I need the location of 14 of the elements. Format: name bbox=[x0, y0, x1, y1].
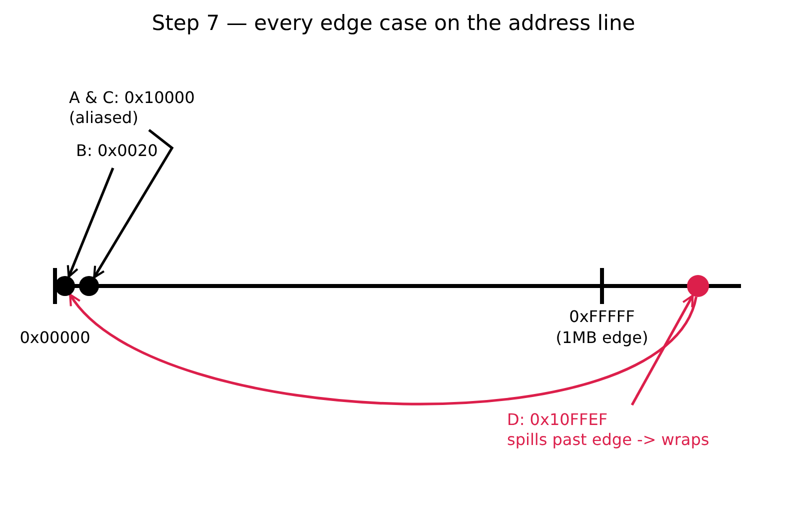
address-circle-marker bbox=[79, 276, 99, 296]
address-circle-marker bbox=[687, 275, 709, 297]
arrow bbox=[66, 168, 114, 278]
callout-text: A & C: 0x10000 (aliased) bbox=[69, 88, 196, 128]
tick-label: 0x00000 bbox=[18, 327, 92, 348]
arrow bbox=[93, 128, 174, 278]
callout-text: D: 0x10FFEF bbox=[507, 410, 609, 430]
arrow bbox=[630, 294, 694, 406]
diagram-title: Step 7 — every edge case on the address line bbox=[150, 11, 636, 35]
address-circle-marker bbox=[55, 276, 75, 296]
curved-arrow bbox=[69, 294, 698, 406]
tick-label: 0xFFFFF (1MB edge) bbox=[554, 306, 650, 348]
callout-text: B: 0x0020 bbox=[76, 141, 159, 161]
callout-text: spills past edge -> wraps bbox=[507, 430, 710, 450]
